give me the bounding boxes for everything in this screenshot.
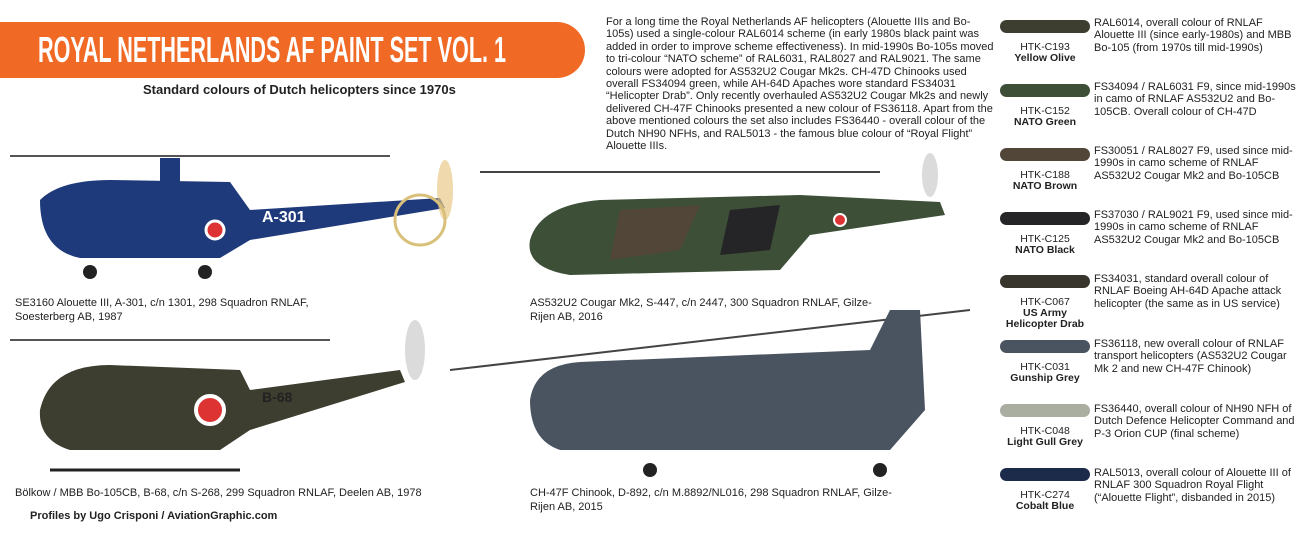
- colour-code: HTK-C048: [1020, 425, 1070, 437]
- bo105-profile: B-68: [10, 320, 425, 472]
- colour-chip: [1000, 275, 1090, 288]
- colour-chip: [1000, 404, 1090, 417]
- colour-name: NATO Brown: [1012, 180, 1078, 192]
- caption-alouette: SE3160 Alouette III, A-301, c/n 1301, 29…: [15, 297, 309, 323]
- caption-chinook: CH-47F Chinook, D-892, c/n M.8892/NL016,…: [530, 487, 892, 513]
- caption-bo105: Bölkow / MBB Bo-105CB, B-68, c/n S-268, …: [15, 487, 422, 499]
- colour-chip: [1000, 340, 1090, 353]
- colour-chip: [1000, 468, 1090, 481]
- page-title: ROYAL NETHERLANDS AF PAINT SET VOL. 1: [38, 29, 507, 70]
- colour-chip: [1000, 212, 1090, 225]
- caption-cougar: AS532U2 Cougar Mk2, S-447, c/n 2447, 300…: [530, 297, 872, 323]
- colour-desc: FS37030 / RAL9021 F9, used since mid-199…: [1094, 209, 1293, 246]
- colour-code: HTK-C274: [1020, 489, 1070, 501]
- title-banner: ROYAL NETHERLANDS AF PAINT SET VOL. 1: [0, 22, 585, 78]
- cougar-profile: [480, 153, 945, 275]
- colour-code: HTK-C125: [1020, 233, 1070, 245]
- colour-code: HTK-C193: [1020, 41, 1070, 53]
- colour-name: Yellow Olive: [1014, 52, 1076, 64]
- colour-desc: RAL5013, overall colour of Alouette III …: [1094, 467, 1291, 504]
- alouette-marking: A-301: [262, 209, 306, 226]
- colour-name: Gunship Grey: [1010, 372, 1080, 384]
- colour-chip: [1000, 84, 1090, 97]
- colour-name: US Army Helicopter Drab: [1005, 307, 1085, 330]
- credit: Profiles by Ugo Crisponi / AviationGraph…: [30, 510, 278, 522]
- alouette-profile: A-301: [10, 155, 453, 279]
- colour-desc: RAL6014, overall colour of RNLAF Alouett…: [1094, 17, 1292, 54]
- chinook-profile: [450, 309, 971, 477]
- colour-desc: FS34031, standard overall colour of RNLA…: [1094, 273, 1282, 310]
- colour-chip: [1000, 148, 1090, 161]
- intro-text: For a long time the Royal Netherlands AF…: [606, 16, 994, 153]
- subtitle: Standard colours of Dutch helicopters si…: [143, 82, 456, 97]
- colour-code: HTK-C188: [1020, 169, 1070, 181]
- colour-chip: [1000, 20, 1090, 33]
- colour-code: HTK-C067: [1020, 296, 1070, 308]
- colour-desc: FS30051 / RAL8027 F9, used since mid-199…: [1094, 145, 1293, 182]
- colour-name: Light Gull Grey: [1007, 436, 1083, 448]
- colour-code: HTK-C152: [1020, 105, 1070, 117]
- colour-desc: FS34094 / RAL6031 F9, since mid-1990s in…: [1094, 81, 1296, 118]
- colour-name: Cobalt Blue: [1015, 500, 1075, 512]
- colour-code: HTK-C031: [1020, 361, 1070, 373]
- colour-name: NATO Green: [1013, 116, 1077, 128]
- bo105-marking: B-68: [262, 389, 293, 405]
- colour-desc: FS36440, overall colour of NH90 NFH of D…: [1094, 403, 1295, 440]
- colour-desc: FS36118, new overall colour of RNLAF tra…: [1094, 338, 1287, 375]
- colour-name: NATO Black: [1015, 244, 1075, 256]
